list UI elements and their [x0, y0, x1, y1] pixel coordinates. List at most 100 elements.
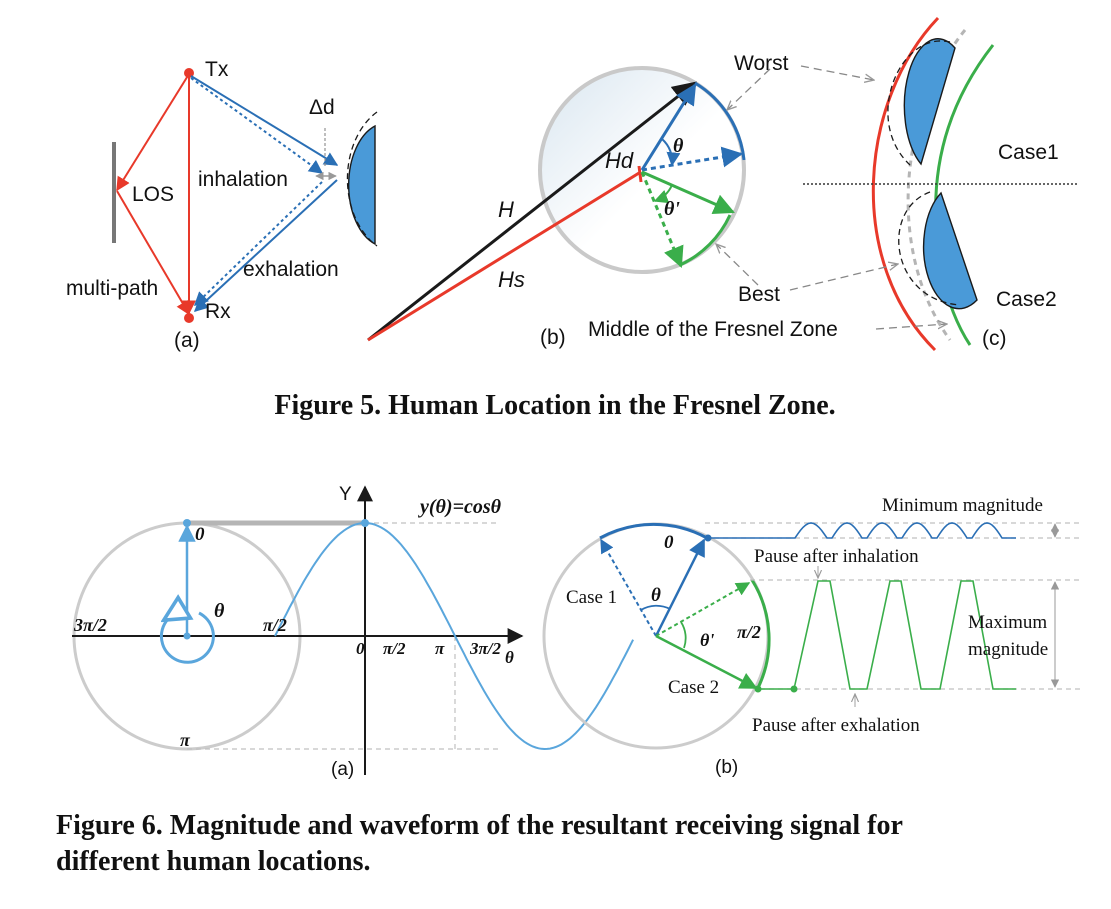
case1-vector [654, 538, 706, 637]
hs-label: Hs [498, 267, 525, 292]
pause-exh-label: Pause after exhalation [752, 715, 920, 736]
human-shape-case2 [922, 191, 978, 310]
human-outline-case1-dashed [887, 40, 951, 166]
cosine-curve [274, 522, 634, 751]
tick-pi-half: π/2 [383, 639, 406, 658]
best-label: Best [738, 283, 780, 306]
best-arc [679, 214, 732, 267]
phase-vector-origin [183, 632, 191, 640]
wall-to-rx-ray [116, 190, 190, 316]
max-magnitude-label-2: magnitude [968, 639, 1048, 660]
case1-dotted-vector [600, 538, 657, 637]
delta-d-label: Δd [309, 96, 335, 119]
theta-prime-arc-b [680, 621, 687, 649]
tx-to-chest-dotted-ray [190, 77, 324, 174]
case2-vector [655, 634, 758, 690]
fig5a-diagram: Tx Rx Δd LOS inhalation exhalation multi… [66, 58, 378, 352]
theta-label-a: θ [214, 600, 225, 622]
theta-prime-arc [653, 184, 673, 204]
case2-wave-start-dot [754, 685, 762, 693]
worst-label: Worst [734, 52, 789, 75]
theta-axis-label: θ [505, 648, 514, 667]
case1-wave-start-dot [704, 534, 712, 542]
human-body-shape [347, 124, 376, 246]
hd-vector-best [641, 170, 735, 215]
theta-arc-b [640, 604, 671, 611]
y-axis-label: Y [339, 484, 352, 505]
case1-label-c: Case1 [998, 141, 1059, 164]
best-pointer-c [789, 264, 898, 291]
theta-prime-label-b: θ' [700, 630, 714, 650]
exhalation-label: exhalation [243, 258, 339, 281]
three-pi-half-left: 3π/2 [73, 615, 107, 635]
fig5b-diagram: H Hs Hd θ θ' Worst Best (b) Middle of th… [367, 52, 838, 349]
case1-label-b: Case 1 [566, 587, 617, 608]
zero-top-label: 0 [195, 524, 205, 545]
theta-label: θ [673, 135, 684, 157]
best-pointer [716, 244, 759, 286]
tx-to-wall-ray [116, 73, 190, 192]
fig5a-panel-label: (a) [174, 329, 200, 352]
fresnel-middle-dashed [906, 29, 967, 341]
chest-to-rx-dotted-ray [193, 181, 323, 306]
fig6-caption-line2: different human locations. [56, 846, 371, 877]
theta-prime-label: θ' [664, 198, 680, 220]
hd-vector-worst-dotted [641, 146, 744, 172]
middle-fresnel-label: Middle of the Fresnel Zone [588, 318, 838, 341]
fig5c-diagram: Case1 Case2 (c) [789, 16, 1078, 352]
worst-pointer-c [800, 65, 874, 80]
case2-arc [750, 579, 771, 689]
hd-vector-worst [640, 83, 697, 171]
fig6a-diagram: Y y(θ)=cosθ 0 θ 3π/2 π/2 π 0 π/2 π 3π/2 … [72, 484, 634, 780]
body-to-rx-ray [193, 179, 338, 312]
case2-label-c: Case2 [996, 288, 1057, 311]
multipath-label: multi-path [66, 277, 158, 300]
fig5-caption: Figure 5. Human Location in the Fresnel … [274, 390, 835, 421]
fig6b-diagram: 0 θ θ' π/2 Case 1 Case 2 Minimum magnitu… [542, 495, 1080, 778]
pi-bottom: π [180, 730, 191, 750]
h-vector [367, 81, 697, 342]
tx-to-body-ray [190, 75, 339, 166]
pause-inh-label: Pause after inhalation [754, 546, 919, 567]
theta-arc [661, 138, 681, 167]
case2-label-b: Case 2 [668, 677, 719, 698]
max-magnitude-label-1: Maximum [968, 612, 1047, 633]
rx-label: Rx [205, 300, 231, 323]
case2-dotted-vector [655, 582, 751, 637]
pi-half-left: π/2 [263, 615, 287, 635]
case1-waveform [708, 522, 1016, 539]
middle-pointer-c [875, 324, 947, 330]
case2-waveform [758, 580, 1016, 690]
tick-3pi-half: 3π/2 [469, 639, 502, 658]
rotation-circle [159, 613, 215, 664]
case2-wave-pause-dot [790, 685, 798, 693]
fig6a-panel-label: (a) [331, 759, 354, 780]
human-outline-case2-dashed [898, 191, 961, 306]
fig5b-panel-label: (b) [540, 326, 566, 349]
fig6-caption-line1: Figure 6. Magnitude and waveform of the … [56, 810, 903, 841]
tx-label: Tx [205, 58, 229, 81]
case1-arc [599, 522, 708, 540]
los-label: LOS [132, 183, 174, 206]
hs-vector-tip [637, 165, 643, 183]
hd-label: Hd [605, 148, 634, 173]
hs-vector [367, 171, 640, 342]
human-body-outline-dashed [346, 111, 378, 247]
phase-vector-tip-dot [183, 519, 191, 527]
tick-pi: π [435, 639, 445, 658]
h-label: H [498, 197, 514, 222]
theta-label-b: θ [651, 585, 661, 606]
human-shape-case1 [903, 38, 956, 166]
hd-vector-best-dotted [640, 171, 684, 268]
fig5c-panel-label: (c) [982, 327, 1007, 350]
pi-half-label-b: π/2 [737, 622, 761, 642]
zero-label-b: 0 [664, 532, 674, 553]
cos-peak-dot [361, 519, 369, 527]
equation-label: y(θ)=cosθ [418, 496, 502, 518]
worst-pointer [727, 68, 771, 110]
rx-node [184, 313, 194, 323]
tick-0: 0 [356, 639, 365, 658]
fig6b-panel-label: (b) [715, 757, 738, 778]
